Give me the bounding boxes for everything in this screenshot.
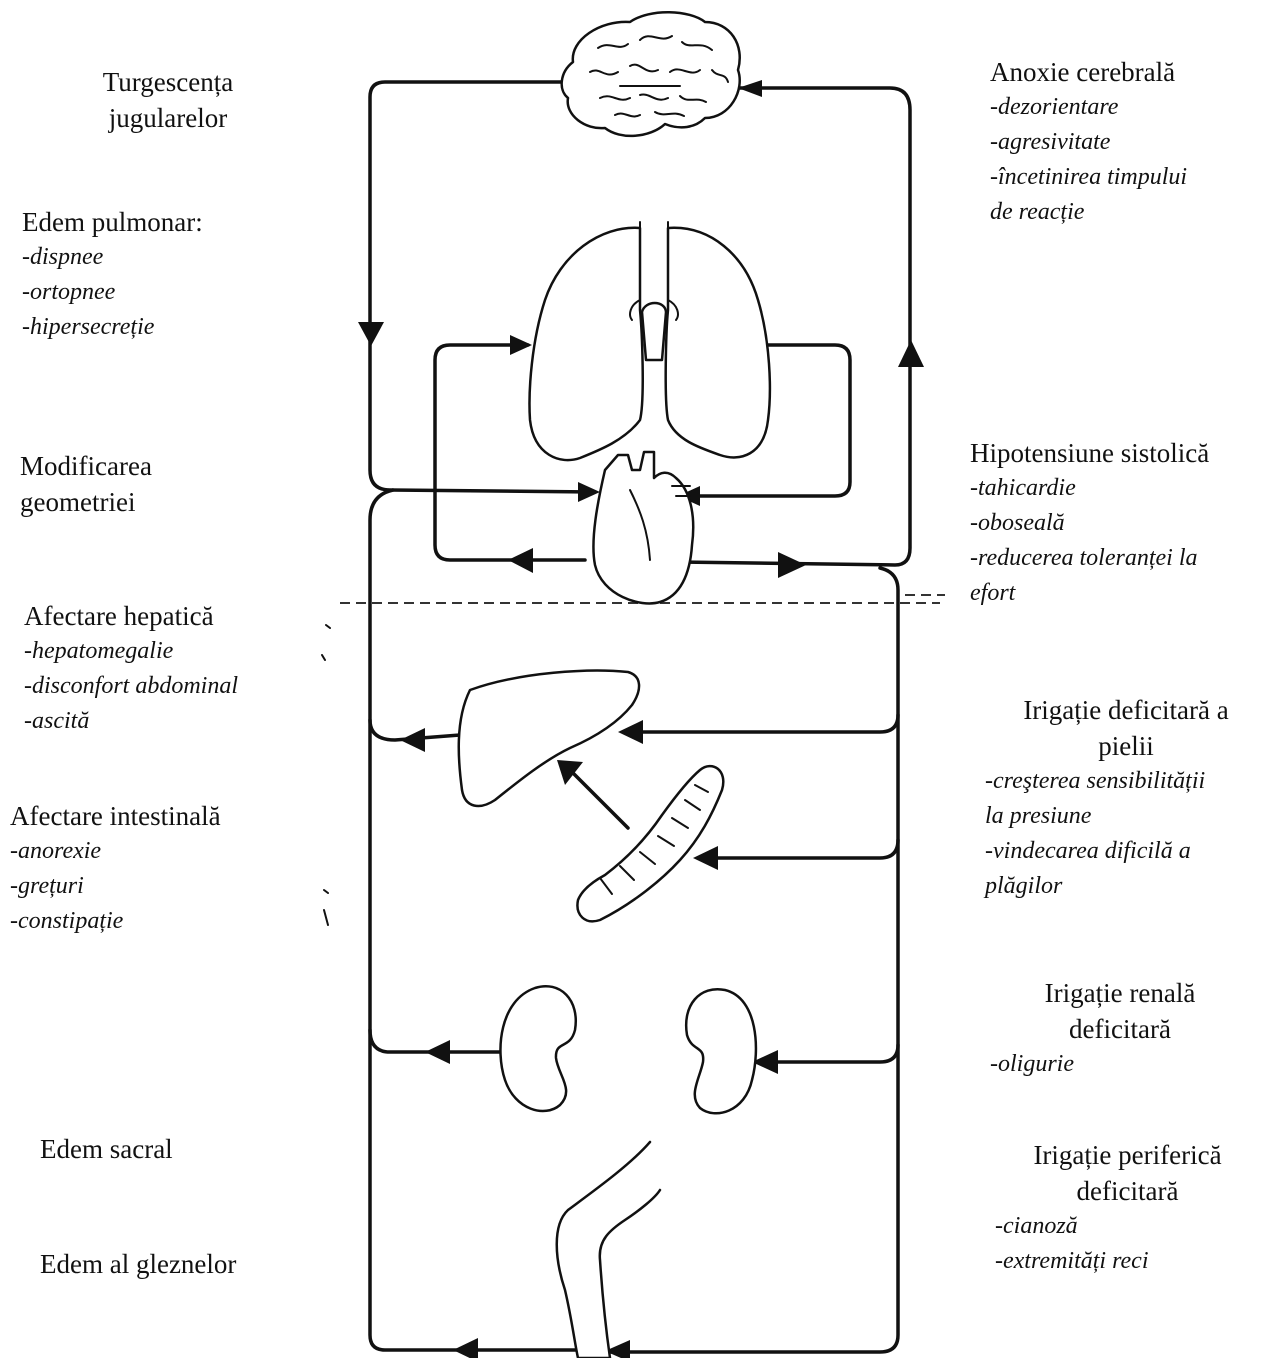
hypotension-label: Hipotensiune sistolică -tahicardie -obos…: [970, 435, 1265, 611]
brain-illustration: [562, 12, 740, 136]
pulmonary-title: Edem pulmonar:: [22, 204, 322, 240]
peripheral-title-2: deficitară: [995, 1173, 1260, 1209]
skin-label: Irigație deficitară a pielii -creşterea …: [985, 692, 1267, 904]
arterial-to-kidney-line: [760, 1045, 898, 1062]
arrow-heart-out: [778, 552, 806, 578]
hypotension-item: efort: [970, 576, 1265, 611]
arrow-into-heart-left: [578, 482, 600, 502]
arrow-into-liver: [618, 720, 643, 744]
arrow-up-right: [898, 340, 924, 367]
sacral-title: Edem sacral: [40, 1131, 290, 1167]
cerebral-item: de reacție: [990, 195, 1265, 230]
heart-illustration: [593, 452, 693, 603]
hepatic-item: -disconfort abdominal: [24, 669, 324, 704]
pulmonary-item: -hipersecreție: [22, 310, 322, 345]
renal-title: Irigație renală: [990, 975, 1250, 1011]
hypotension-item: -oboseală: [970, 506, 1265, 541]
intestinal-title: Afectare intestinală: [10, 798, 310, 834]
arrow-down-left: [358, 322, 384, 346]
pulmonary-item: -dispnee: [22, 240, 322, 275]
renal-title-2: deficitară: [990, 1011, 1250, 1047]
geometry-label: Modificarea geometriei: [20, 448, 220, 520]
arrow-kidney-out: [425, 1040, 450, 1064]
jugular-label: Turgescența jugularelor: [68, 64, 268, 136]
intestinal-label: Afectare intestinală -anorexie -grețuri …: [10, 798, 310, 939]
cerebral-label: Anoxie cerebrală -dezorientare -agresivi…: [990, 54, 1265, 230]
pulmonary-label: Edem pulmonar: -dispnee -ortopnee -hiper…: [22, 204, 322, 345]
arrow-heart-to-lung: [508, 548, 533, 573]
skin-title: Irigație deficitară a: [985, 692, 1267, 728]
skin-item: -vindecarea dificilă a: [985, 834, 1267, 869]
jugular-title: Turgescența jugularelor: [68, 64, 268, 136]
cerebral-item: -agresivitate: [990, 125, 1265, 160]
intestine-illustration: [577, 766, 723, 921]
hepatic-label: Afectare hepatică -hepatomegalie -discon…: [24, 598, 324, 739]
arrow-liver-out: [400, 728, 425, 752]
hepatic-item: -ascită: [24, 704, 324, 739]
systemic-return-line: [370, 490, 590, 1350]
cerebral-title: Anoxie cerebrală: [990, 54, 1265, 90]
hypotension-item: -tahicardie: [970, 471, 1265, 506]
hypotension-item: -reducerea toleranței la: [970, 541, 1265, 576]
arrow-into-brain: [738, 80, 762, 97]
ankle-title: Edem al gleznelor: [40, 1246, 320, 1282]
intestinal-item: -anorexie: [10, 834, 310, 869]
intestinal-item: -grețuri: [10, 869, 310, 904]
arrow-into-lung: [510, 335, 532, 355]
arrow-into-intestine: [693, 846, 718, 870]
leg-illustration: [557, 1142, 660, 1358]
intestine-to-liver-line: [565, 765, 628, 828]
pulmonary-item: -ortopnee: [22, 275, 322, 310]
hepatic-title: Afectare hepatică: [24, 598, 324, 634]
cerebral-item: -dezorientare: [990, 90, 1265, 125]
arterial-to-intestine-line: [700, 840, 898, 858]
peripheral-item: -cianoză: [995, 1209, 1260, 1244]
geometry-title: Modificarea geometriei: [20, 448, 220, 520]
cerebral-item: -încetinirea timpului: [990, 160, 1265, 195]
renal-label: Irigație renală deficitară -oligurie: [990, 975, 1250, 1082]
renal-item: -oligurie: [990, 1047, 1250, 1082]
ankle-label: Edem al gleznelor: [40, 1246, 320, 1282]
skin-title-2: pielii: [985, 728, 1267, 764]
sacral-label: Edem sacral: [40, 1131, 290, 1167]
skin-item: plăgilor: [985, 869, 1267, 904]
lungs-illustration: [530, 222, 770, 460]
peripheral-item: -extremități reci: [995, 1244, 1260, 1279]
peripheral-label: Irigație periferică deficitară -cianoză …: [995, 1137, 1260, 1279]
kidneys-illustration: [500, 986, 755, 1113]
hypotension-title: Hipotensiune sistolică: [970, 435, 1265, 471]
hepatic-item: -hepatomegalie: [24, 634, 324, 669]
arrow-leg-out: [453, 1338, 478, 1358]
systemic-arterial-line: [610, 568, 898, 1352]
intestinal-item: -constipație: [10, 904, 310, 939]
skin-item: -creşterea sensibilității: [985, 764, 1267, 799]
peripheral-title: Irigație periferică: [995, 1137, 1260, 1173]
liver-illustration: [459, 671, 639, 806]
arterial-to-liver-line: [625, 715, 898, 732]
skin-item: la presiune: [985, 799, 1267, 834]
